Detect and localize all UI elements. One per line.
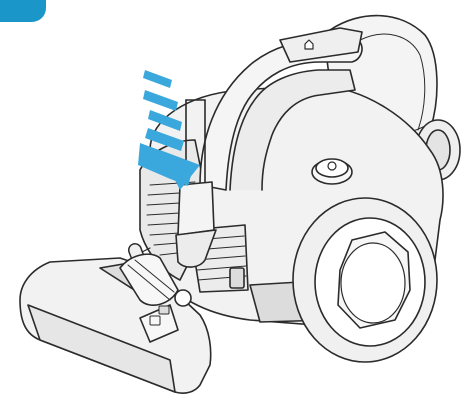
- front-wheel: [293, 198, 437, 362]
- side-latch: [230, 268, 244, 288]
- power-button[interactable]: [312, 159, 352, 184]
